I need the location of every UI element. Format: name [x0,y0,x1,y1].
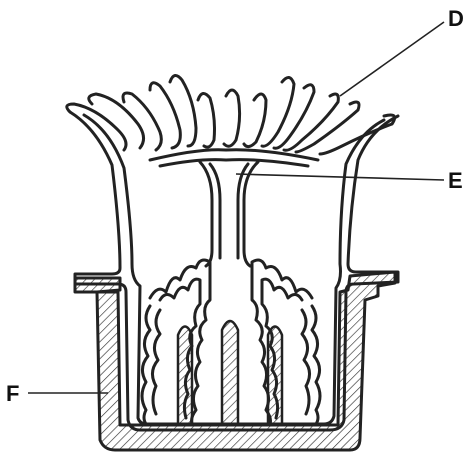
tentacle [198,93,215,147]
tentacle [67,104,126,150]
label-d: D [448,6,464,31]
septum-2 [222,321,238,425]
tentacle [150,83,180,148]
pharynx-left [200,162,212,266]
label-f: F [6,381,19,406]
label-e: E [448,168,463,193]
callout-line-d [340,22,444,96]
tentacle [274,85,314,148]
tentacle [244,94,266,147]
callout-line-e [236,174,444,180]
pharynx-right [244,162,258,266]
mesentery-left-3 [142,306,150,424]
tentacle-crown [67,75,395,154]
mesentery-right-4 [302,310,310,414]
mesentery-right-3 [312,306,320,424]
oral-disc-inner [160,160,308,166]
mesentery-left-4 [152,310,160,414]
tentacle [224,90,240,146]
